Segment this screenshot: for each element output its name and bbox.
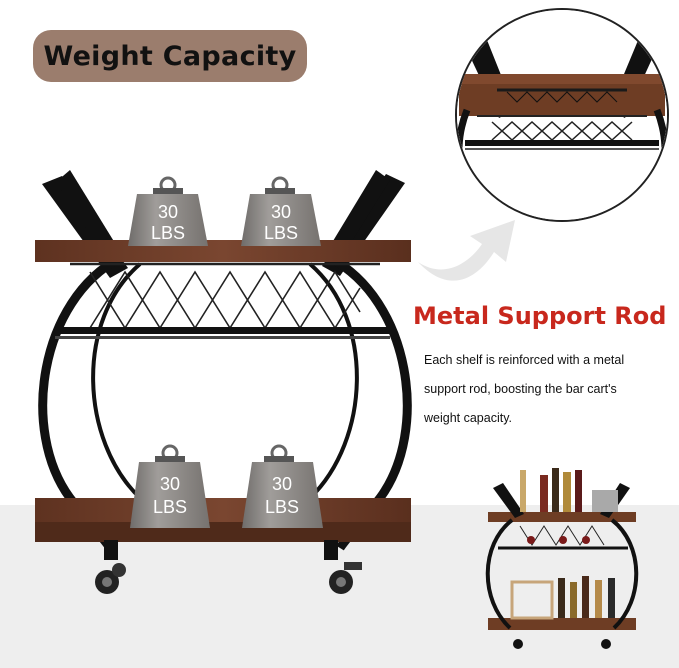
detail-zoom-circle	[455, 8, 669, 222]
weight-value: 30	[158, 202, 178, 222]
left-caster	[95, 540, 126, 594]
support-rod-closeup	[457, 10, 667, 220]
pointer-arrow	[418, 220, 515, 281]
weight-top-right	[241, 176, 321, 246]
description-line: support rod, boosting the bar cart's	[424, 382, 617, 396]
right-caster	[324, 540, 362, 594]
weight-unit: LBS	[151, 223, 185, 243]
feature-description: Each shelf is reinforced with a metal su…	[424, 346, 664, 433]
weight-unit: LBS	[153, 497, 187, 517]
weight-unit: LBS	[264, 223, 298, 243]
weight-top-left	[128, 176, 208, 246]
top-shelf	[35, 240, 411, 262]
bottom-shelf	[35, 498, 411, 522]
weight-value: 30	[272, 474, 292, 494]
description-line: weight capacity.	[424, 411, 513, 425]
weight-capacity-badge: Weight Capacity	[33, 30, 307, 82]
feature-heading: Metal Support Rod	[413, 302, 667, 330]
weight-bottom-left	[130, 444, 210, 528]
badge-title: Weight Capacity	[43, 40, 297, 72]
weight-bottom-right	[242, 444, 323, 528]
support-rod	[55, 327, 390, 334]
weight-value: 30	[271, 202, 291, 222]
description-line: Each shelf is reinforced with a metal	[424, 353, 625, 367]
weight-unit: LBS	[265, 497, 299, 517]
weight-value: 30	[160, 474, 180, 494]
styled-cart-thumbnail	[485, 468, 639, 649]
